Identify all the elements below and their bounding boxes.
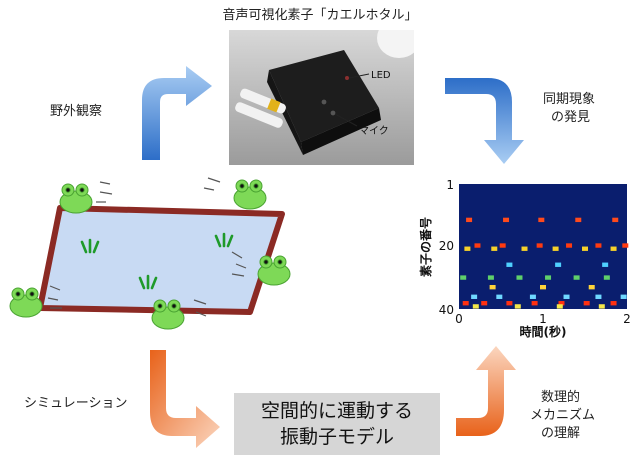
heatmap-cell [506, 301, 513, 306]
pond-illustration [9, 177, 291, 330]
heatmap-cell [521, 246, 528, 251]
heatmap-y-label: 素子の番号 [418, 217, 433, 277]
heatmap-cell [595, 243, 602, 248]
heatmap-cell [603, 275, 610, 280]
heatmap-cell [573, 275, 580, 280]
heatmap-cell [540, 285, 546, 290]
heatmap-cell [491, 246, 498, 251]
page-title: 音声可視化素子「カエルホタル」 [222, 8, 418, 23]
frog-icons [9, 179, 291, 330]
heatmap-cell [558, 301, 565, 306]
heatmap-cell [487, 275, 494, 280]
heatmap-cell [552, 246, 559, 251]
heatmap-cell [566, 243, 573, 248]
heatmap-cell [464, 246, 471, 251]
heatmap-x-tick-label: 0 [455, 312, 463, 326]
heatmap-x-label: 時間(秒) [520, 324, 567, 339]
label-mechanism-1: 数理的 [541, 390, 581, 405]
heatmap-cells [460, 217, 629, 309]
heatmap-plot-area [459, 184, 627, 309]
heatmap-cell [610, 301, 617, 306]
led-label: LED [371, 70, 391, 81]
heatmap-cell [610, 246, 617, 251]
heatmap-y-tick-label: 40 [439, 303, 454, 317]
label-mechanism-2: メカニズム [530, 408, 596, 423]
heatmap-cell [529, 294, 536, 299]
heatmap-cell [462, 301, 469, 306]
heatmap-cell [556, 304, 563, 309]
heatmap-cell [499, 243, 506, 248]
label-mechanism-3: の理解 [541, 426, 581, 441]
heatmap-cell [466, 217, 473, 223]
heatmap-cell [471, 294, 478, 299]
label-field-observation: 野外観察 [50, 104, 103, 119]
heatmap-cell [531, 301, 538, 306]
heatmap-cell [496, 294, 503, 299]
heatmap-x-ticks: 0 1 2 [455, 312, 631, 326]
heatmap-cell [620, 294, 627, 299]
heatmap-cell [506, 262, 513, 267]
heatmap-cell [555, 262, 562, 267]
label-discovery-1: 同期現象 [543, 92, 596, 107]
model-line-1: 空間的に運動する [260, 400, 413, 422]
heatmap-cell [575, 217, 582, 223]
heatmap-cell [602, 262, 609, 267]
heatmap-cell [472, 304, 479, 309]
heatmap-cell [583, 301, 590, 306]
heatmap-cell [598, 304, 605, 309]
model-line-2: 振動子モデル [279, 426, 394, 448]
heatmap-cell [612, 217, 619, 223]
heatmap-y-tick-label: 1 [446, 178, 454, 192]
heatmap-y-tick-label: 20 [439, 239, 454, 253]
heatmap-x-tick-label: 1 [539, 312, 547, 326]
heatmap-cell [588, 285, 595, 290]
heatmap-cell [516, 275, 523, 280]
heatmap-cell [595, 294, 602, 299]
heatmap-cell [481, 301, 488, 306]
heatmap-cell [460, 275, 467, 280]
pond [37, 205, 285, 315]
heatmap-x-tick-label: 2 [623, 312, 631, 326]
heatmap-cell [536, 243, 543, 248]
heatmap-cell [474, 243, 481, 248]
mic-label: マイク [359, 125, 389, 137]
grass-icons [80, 232, 234, 290]
heatmap-cell [545, 275, 552, 280]
heatmap-cell [563, 294, 570, 299]
heatmap-cell [582, 246, 588, 251]
sound-lines [47, 177, 247, 317]
heatmap-cell [503, 217, 510, 223]
heatmap-cell [489, 285, 496, 290]
heatmap-y-ticks: 1 20 40 [439, 178, 454, 317]
heatmap-cell [538, 217, 545, 223]
label-discovery-2: の発見 [551, 110, 591, 125]
label-simulation: シミュレーション [24, 396, 128, 411]
oscillator-model-box: 空間的に運動する 振動子モデル [234, 393, 440, 455]
heatmap-cell [622, 243, 629, 248]
heatmap-cell [514, 304, 521, 309]
